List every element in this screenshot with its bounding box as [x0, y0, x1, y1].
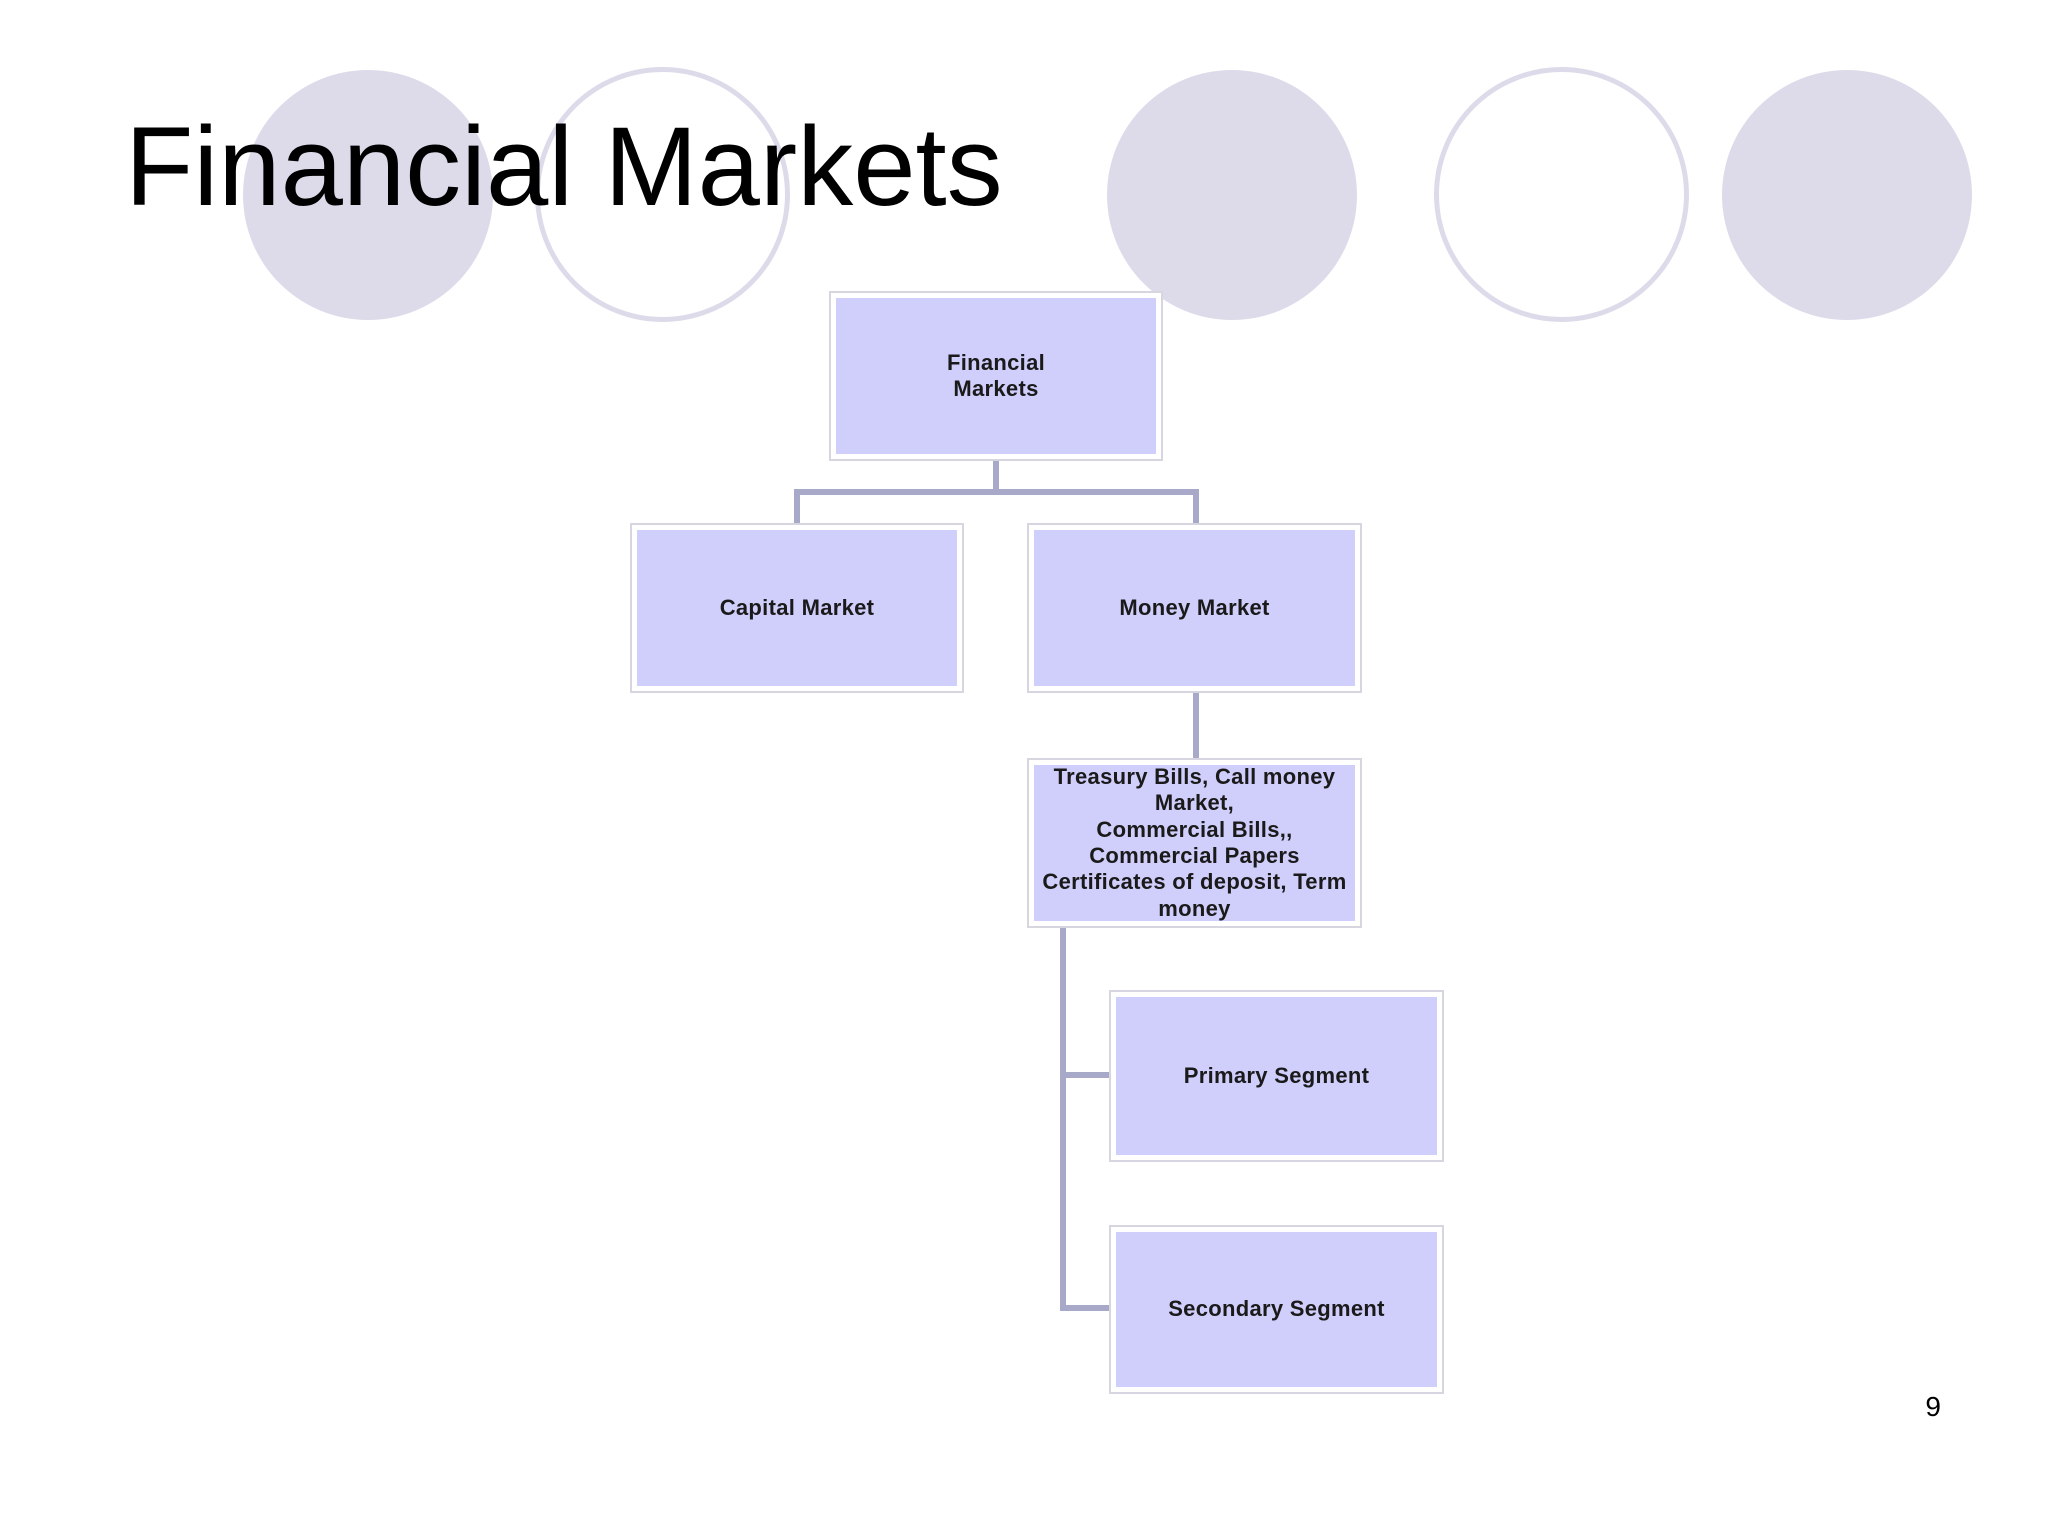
node-money-market-instruments: Treasury Bills, Call money Market, Comme… — [1027, 758, 1362, 928]
connector — [1193, 693, 1199, 759]
node-label: Financial Markets — [946, 349, 1046, 401]
page-number: 9 — [1925, 1391, 1941, 1422]
decor-circle-ring — [535, 67, 790, 322]
node-label: Money Market — [1119, 594, 1270, 620]
connector — [1193, 489, 1199, 524]
slide-title: Financial Markets — [125, 104, 1003, 229]
decor-circle-filled — [1722, 70, 1972, 320]
node-financial-markets: Financial Markets — [829, 291, 1163, 461]
connector — [1060, 1072, 1111, 1078]
node-money-market: Money Market — [1027, 523, 1362, 693]
connector — [1060, 925, 1066, 1310]
node-label: Treasury Bills, Call money Market, Comme… — [1042, 763, 1347, 921]
connector — [1060, 1305, 1111, 1311]
node-label: Capital Market — [719, 594, 875, 620]
node-label: Secondary Segment — [1168, 1296, 1385, 1322]
node-capital-market: Capital Market — [630, 523, 964, 693]
decor-circle-filled — [1107, 70, 1357, 320]
connector — [794, 489, 800, 524]
decor-circle-filled — [243, 70, 493, 320]
node-label: Primary Segment — [1183, 1062, 1370, 1088]
node-primary-segment: Primary Segment — [1109, 990, 1444, 1162]
connector — [794, 489, 1199, 495]
connector — [993, 460, 999, 495]
decor-circle-ring — [1434, 67, 1689, 322]
node-secondary-segment: Secondary Segment — [1109, 1225, 1444, 1394]
